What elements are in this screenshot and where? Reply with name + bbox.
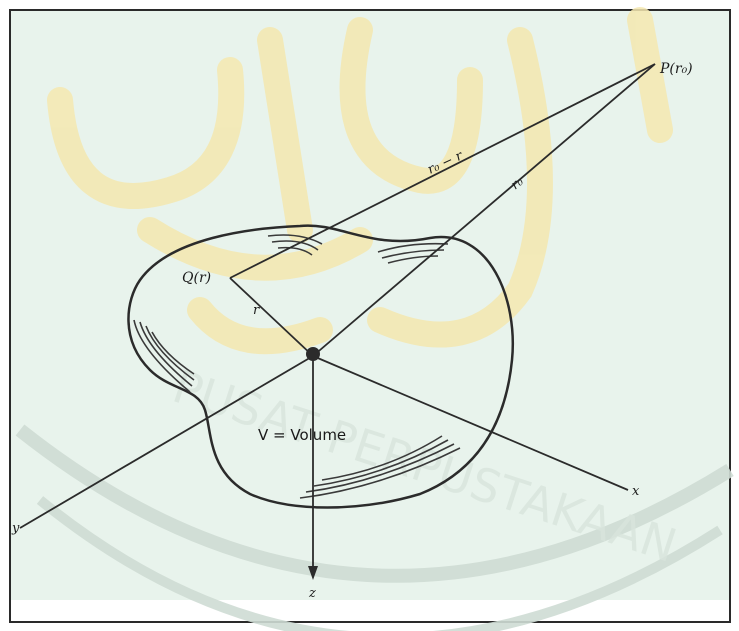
label-r: r [253,303,260,318]
label-point-p: P(r₀) [659,61,693,77]
label-axis-x: x [632,484,640,499]
origin-point [306,347,320,361]
shading-left [133,319,195,393]
label-point-q: Q(r) [182,270,211,286]
watermark-arcs [15,424,734,631]
volume-region [127,224,514,509]
vectors [229,63,656,357]
shading-bottom [299,435,461,499]
vector-r0-line [312,63,656,357]
label-axis-z: z [308,586,316,601]
axis-y-line [19,355,314,529]
vector-r-line [229,277,314,357]
watermark-logo [47,7,673,355]
vector-r0-minus-r-line [229,63,656,279]
axis-x-line [312,355,629,491]
axes [19,355,629,574]
label-volume: V = Volume [258,426,346,444]
label-axis-y: y [11,521,20,536]
shading-upper-right [377,242,449,264]
figure-bottom-strip [11,600,729,621]
axis-z-arrowhead [308,566,318,580]
shading-top [267,234,323,256]
